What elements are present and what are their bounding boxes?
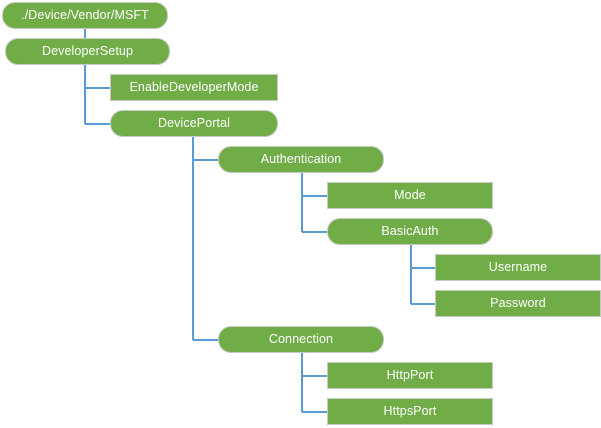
node-authentication[interactable]: Authentication [218, 146, 384, 173]
node-mode[interactable]: Mode [327, 182, 493, 209]
node-enabledevelopermode[interactable]: EnableDeveloperMode [110, 74, 278, 101]
node-httpsport[interactable]: HttpsPort [327, 398, 493, 425]
node-developersetup[interactable]: DeveloperSetup [5, 38, 170, 65]
node-deviceportal[interactable]: DevicePortal [110, 110, 278, 137]
node-password[interactable]: Password [435, 290, 601, 317]
node-connection[interactable]: Connection [218, 326, 384, 353]
node-basicauth[interactable]: BasicAuth [327, 218, 493, 245]
node-username[interactable]: Username [435, 254, 601, 281]
node-httpport[interactable]: HttpPort [327, 362, 493, 389]
node-root[interactable]: ./Device/Vendor/MSFT [2, 2, 168, 29]
